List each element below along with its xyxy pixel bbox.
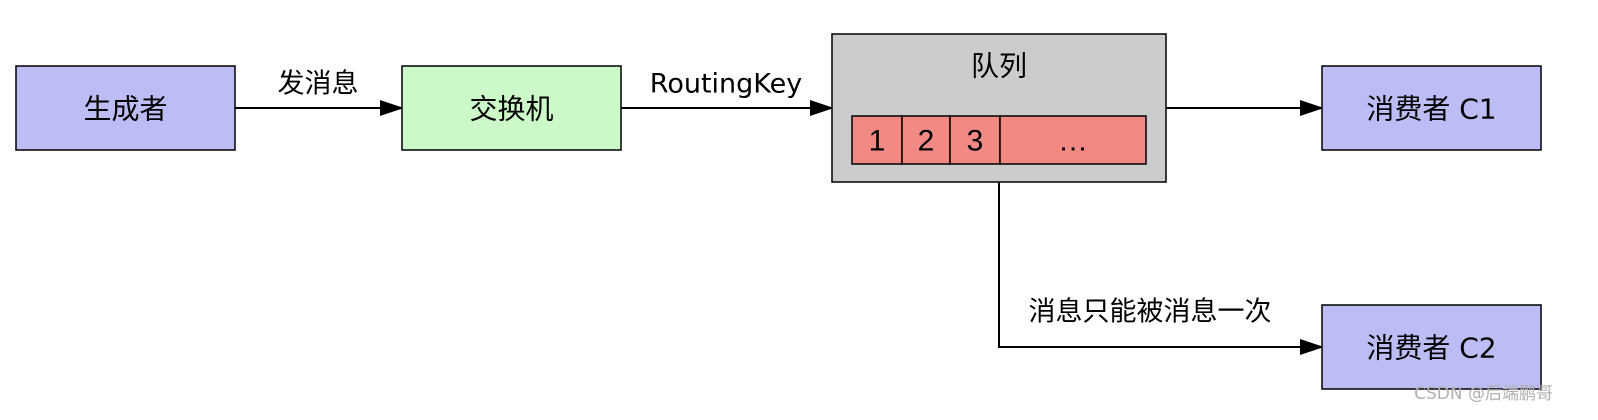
consumer-c1-node: 消费者 C1 [1321, 65, 1542, 151]
producer-label: 生成者 [83, 93, 167, 126]
send-message-label: 发消息 [278, 69, 359, 100]
queue-cells: 1 2 3 … [851, 115, 1147, 165]
exchange-label: 交换机 [469, 93, 553, 126]
consume-once-label: 消息只能被消息一次 [1029, 297, 1272, 328]
queue-label: 队列 [971, 50, 1027, 83]
consumer-c2-box [1321, 304, 1542, 390]
edge-exchange-to-queue: RoutingKey [621, 69, 834, 116]
edge-queue-to-c2: 消息只能被消息一次 [998, 182, 1324, 355]
queue-cell-1 [851, 115, 903, 165]
producer-node: 生成者 [15, 65, 236, 151]
routing-key-label: RoutingKey [650, 69, 802, 100]
consumer-c1-box [1321, 65, 1542, 151]
queue-cell-3 [949, 115, 1001, 165]
queue-cell-more-label: … [1058, 125, 1088, 158]
consumer-c2-label: 消费者 C2 [1366, 332, 1496, 365]
queue-cell-more [999, 115, 1147, 165]
queue-cell-1-label: 1 [869, 125, 886, 158]
exchange-box [401, 65, 622, 151]
producer-box [15, 65, 236, 151]
queue-cell-3-label: 3 [967, 125, 984, 158]
edge-producer-to-exchange: 发消息 [235, 69, 404, 116]
queue-node: 队列 1 2 3 … [831, 33, 1167, 183]
csdn-watermark: CSDN @后端鹏哥 [1414, 384, 1553, 404]
consumer-c2-node: 消费者 C2 [1321, 304, 1542, 390]
exchange-node: 交换机 [401, 65, 622, 151]
queue-to-c2-arrow [998, 182, 1324, 355]
consumer-c1-label: 消费者 C1 [1366, 93, 1496, 126]
queue-cell-2-label: 2 [918, 125, 935, 158]
